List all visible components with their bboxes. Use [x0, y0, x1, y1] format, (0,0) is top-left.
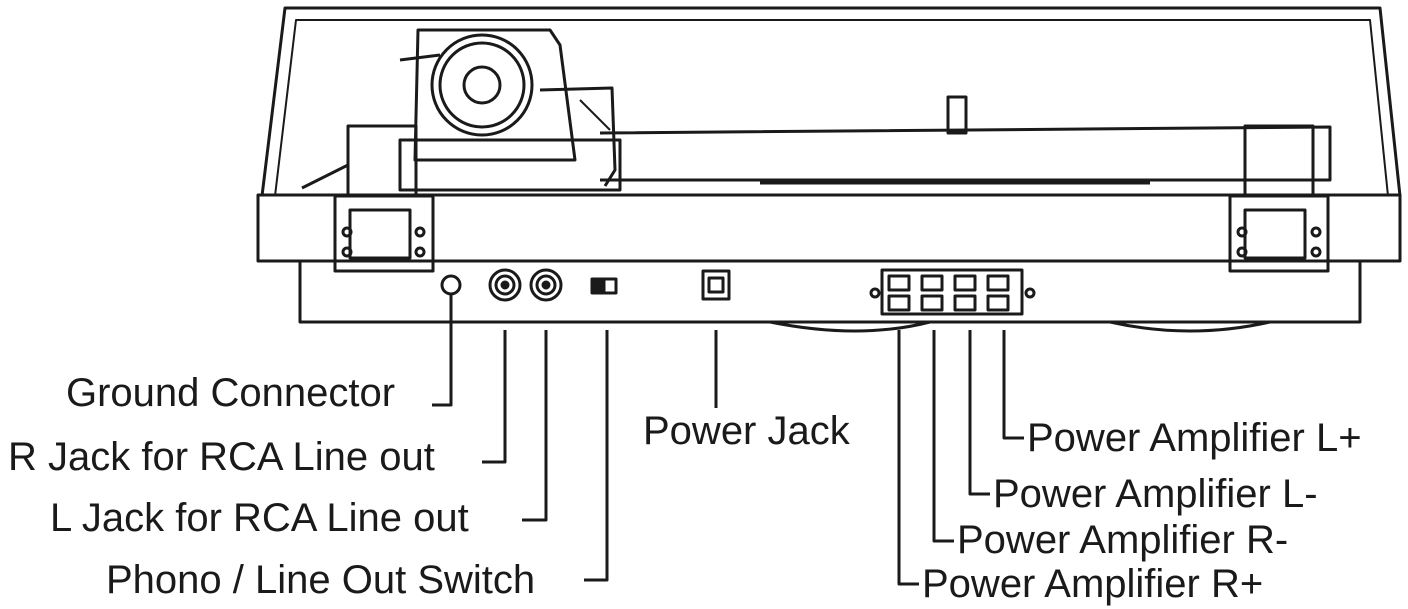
amp-l-plus-label: Power Amplifier L+	[1027, 416, 1362, 460]
power-jack-label: Power Jack	[643, 409, 850, 453]
leader-lines	[432, 318, 1024, 586]
switch-label: Phono / Line Out Switch	[106, 558, 536, 602]
amp-r-minus-label: Power Amplifier R-	[957, 518, 1289, 562]
left-hinge	[301, 124, 435, 273]
leader-amp-r-minus	[932, 330, 954, 543]
leader-amp-r-plus	[897, 330, 919, 586]
plinth	[256, 193, 1402, 263]
dust-cover	[260, 6, 1402, 197]
plinth-base	[298, 261, 1362, 324]
leader-amp-l-minus	[968, 330, 990, 496]
ground-connector-post	[440, 274, 462, 318]
amp-r-plus-label: Power Amplifier R+	[922, 562, 1264, 606]
right-hinge	[1228, 124, 1330, 273]
left-foot	[769, 320, 931, 333]
leader-l-jack	[522, 330, 548, 522]
leader-ground	[432, 318, 453, 407]
tonearm-assembly	[398, 28, 622, 192]
l-rca-jack	[529, 268, 563, 302]
l-jack-label: L Jack for RCA Line out	[50, 496, 469, 540]
leader-amp-l-plus	[1002, 330, 1024, 440]
speaker-terminal-block	[869, 268, 1036, 316]
phono-line-switch	[590, 277, 618, 295]
r-rca-jack	[488, 268, 522, 302]
leader-r-jack	[482, 330, 507, 464]
amp-l-minus-label: Power Amplifier L-	[993, 472, 1318, 516]
right-foot	[1109, 320, 1271, 333]
ground-connector-label: Ground Connector	[66, 371, 396, 415]
platter-bar	[599, 95, 1332, 185]
power-jack-socket	[701, 269, 731, 301]
leader-switch	[584, 330, 609, 582]
r-jack-label: R Jack for RCA Line out	[8, 435, 435, 479]
